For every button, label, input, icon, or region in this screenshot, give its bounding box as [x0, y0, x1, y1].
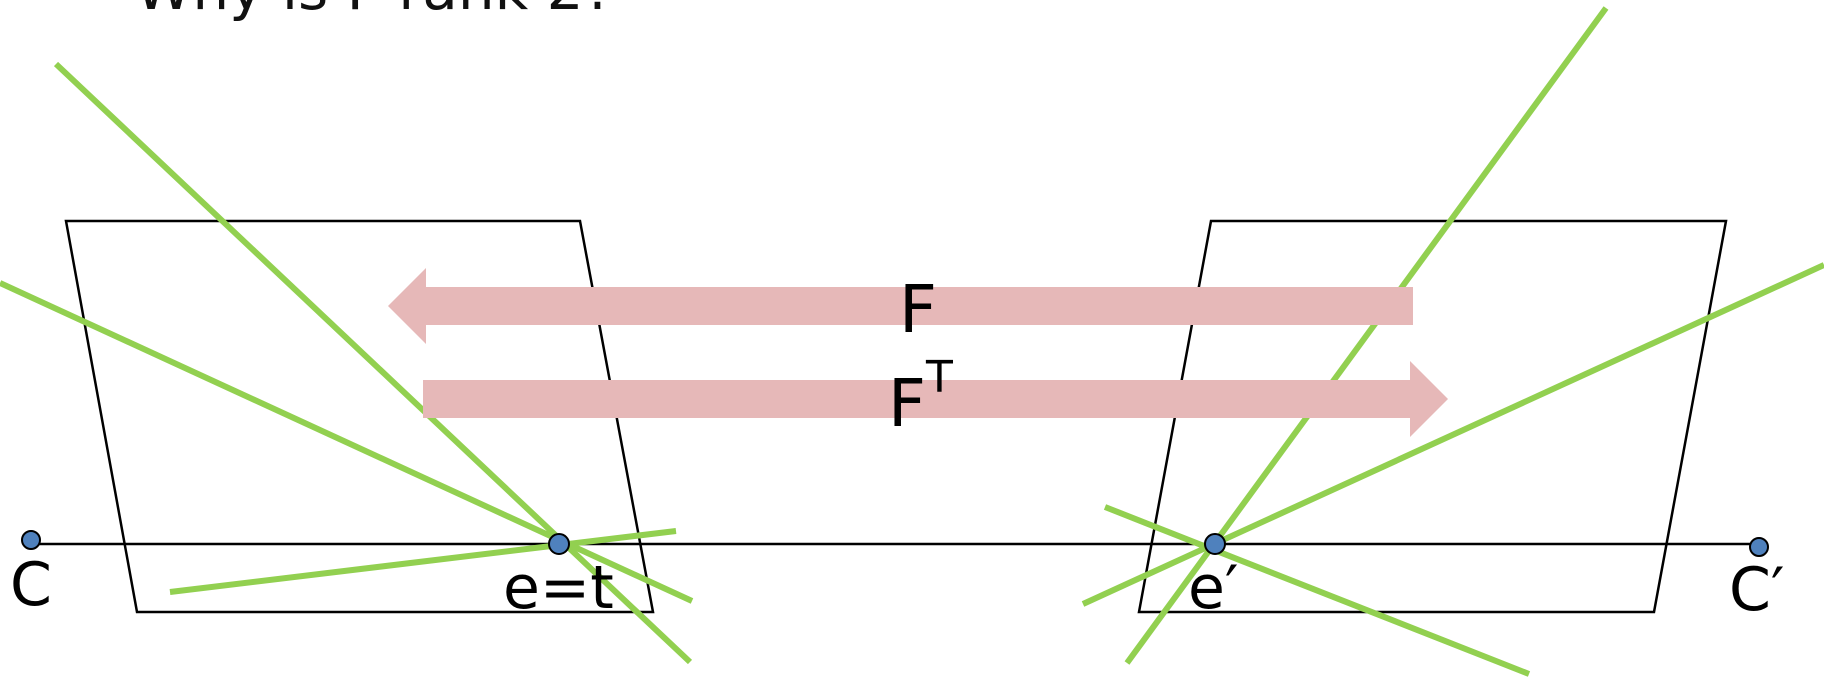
epipole-right — [1204, 533, 1226, 555]
left-epipolar-lines — [0, 61, 694, 665]
ft-arrow-label: FT — [888, 352, 953, 442]
slide-title: Why is F rank 2? — [135, 0, 614, 18]
epipole-right-label: e′ — [1188, 553, 1239, 623]
ft-base: F — [888, 365, 926, 442]
camera-center-left — [21, 530, 41, 550]
right-epipolar-line-1 — [1124, 6, 1609, 665]
camera-right-label: C′ — [1729, 555, 1785, 625]
left-image-plane — [64, 219, 655, 614]
camera-left-label: C — [10, 550, 52, 620]
f-arrow-label: F — [899, 271, 937, 348]
left-epipolar-line-1 — [53, 61, 693, 665]
left-epipolar-line-2 — [0, 280, 694, 604]
right-epipolar-line-3 — [1103, 504, 1531, 677]
right-image-plane — [1137, 219, 1728, 614]
f-arrow — [388, 268, 1413, 344]
ft-superscript: T — [925, 352, 953, 403]
ft-arrow — [423, 361, 1448, 437]
camera-center-right — [1749, 537, 1769, 557]
epipole-left — [548, 533, 570, 555]
left-epipolar-line-3 — [169, 528, 677, 595]
epipole-left-label: e=t — [503, 553, 614, 623]
